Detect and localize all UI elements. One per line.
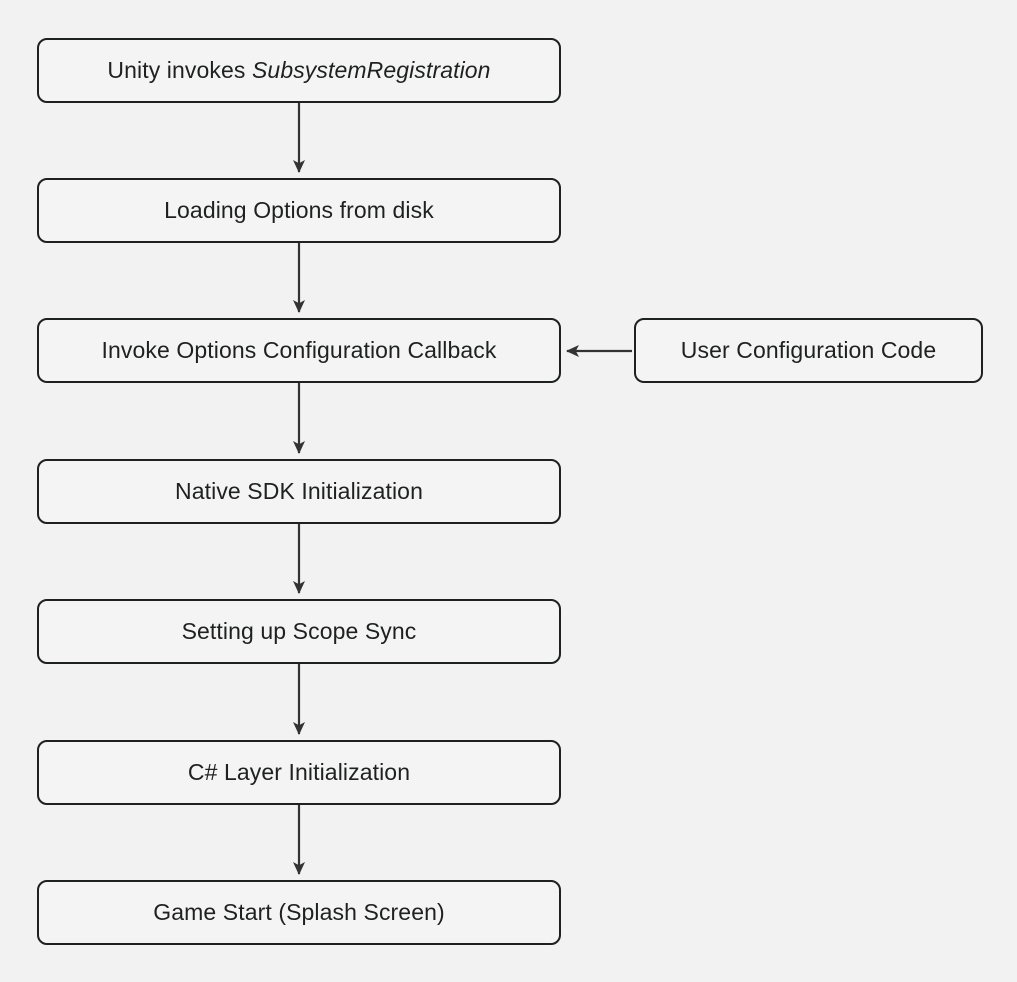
node-csharp-layer-initialization[interactable]: C# Layer Initialization xyxy=(37,740,561,805)
node-user-configuration-code[interactable]: User Configuration Code xyxy=(634,318,983,383)
node-label: Game Start (Splash Screen) xyxy=(153,898,445,925)
node-loading-options-from-disk[interactable]: Loading Options from disk xyxy=(37,178,561,243)
node-native-sdk-initialization[interactable]: Native SDK Initialization xyxy=(37,459,561,524)
node-label: Native SDK Initialization xyxy=(175,477,423,504)
node-unity-invokes-subsystemregistration[interactable]: Unity invokes SubsystemRegistration xyxy=(37,38,561,103)
node-invoke-options-configuration-callback[interactable]: Invoke Options Configuration Callback xyxy=(37,318,561,383)
node-label: Unity invokes SubsystemRegistration xyxy=(107,57,490,85)
node-label-emphasis: SubsystemRegistration xyxy=(251,56,491,83)
node-game-start-splash-screen[interactable]: Game Start (Splash Screen) xyxy=(37,880,561,945)
node-setting-up-scope-sync[interactable]: Setting up Scope Sync xyxy=(37,599,561,664)
node-label: User Configuration Code xyxy=(680,336,937,363)
node-label: Setting up Scope Sync xyxy=(181,617,417,644)
node-label: C# Layer Initialization xyxy=(187,758,411,785)
node-label-prefix: Unity invokes xyxy=(107,56,252,83)
node-label: Loading Options from disk xyxy=(164,196,434,223)
node-label: Invoke Options Configuration Callback xyxy=(101,336,497,363)
